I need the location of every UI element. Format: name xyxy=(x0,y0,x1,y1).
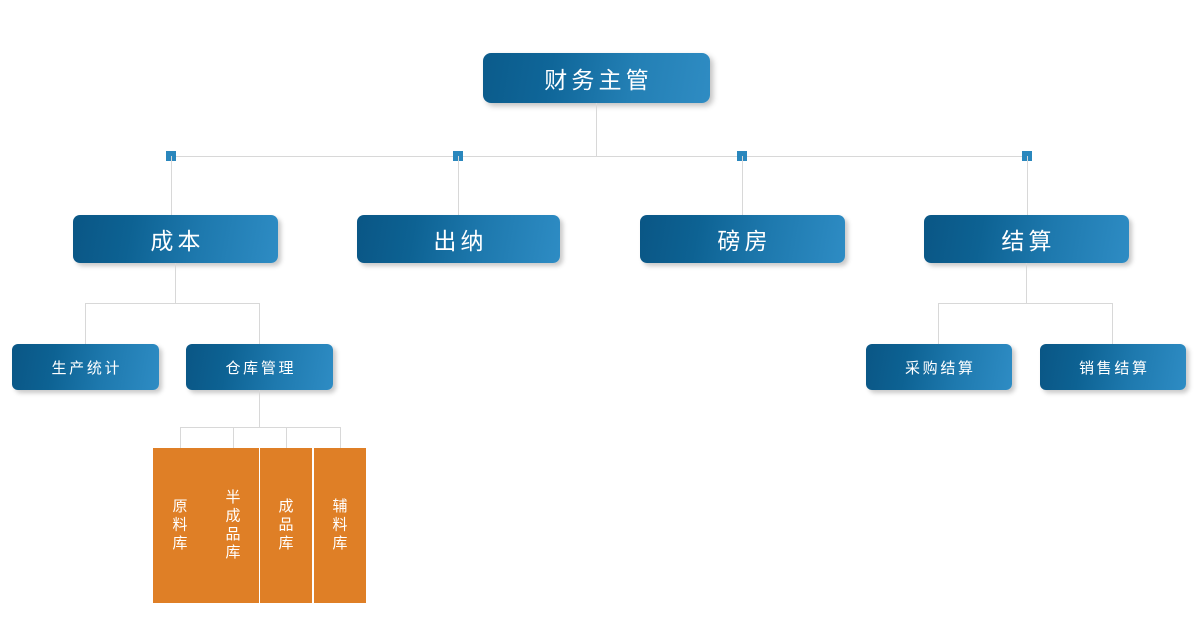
node-label: 销售结算 xyxy=(1078,358,1150,377)
node-label: 采购结算 xyxy=(904,358,976,377)
connector-drop-production-stats xyxy=(85,303,86,344)
connector-drop-semi-finished-warehouse xyxy=(233,427,234,448)
connector-drop-cost xyxy=(171,156,172,215)
connector-cost-stem xyxy=(175,263,176,303)
connector-root-drop xyxy=(596,103,597,156)
connector-drop-sales-settlement xyxy=(1112,303,1113,344)
connector-cost-bus xyxy=(85,303,260,304)
node-cashier[interactable]: 出纳 xyxy=(357,215,560,263)
node-sales-settlement[interactable]: 销售结算 xyxy=(1040,344,1186,390)
node-weighbridge[interactable]: 磅房 xyxy=(640,215,845,263)
connector-level2-bus xyxy=(171,156,1028,157)
node-finished-product-warehouse[interactable]: 成品库 xyxy=(260,448,312,603)
connector-warehouse-bus xyxy=(180,427,340,428)
node-label: 磅房 xyxy=(717,229,772,255)
node-auxiliary-material-warehouse[interactable]: 辅料库 xyxy=(314,448,366,603)
node-label: 出纳 xyxy=(433,229,488,255)
node-raw-material-warehouse[interactable]: 原料库 xyxy=(153,448,207,603)
node-label: 半成品库 xyxy=(223,488,242,563)
connector-drop-warehouse-mgmt xyxy=(259,303,260,344)
connector-drop-auxiliary-warehouse xyxy=(340,427,341,448)
node-label: 仓库管理 xyxy=(225,358,297,377)
connector-drop-raw-material-warehouse xyxy=(180,427,181,448)
connector-settlement-stem xyxy=(1026,263,1027,303)
node-label: 结算 xyxy=(1001,229,1056,255)
node-label: 成品库 xyxy=(276,498,295,553)
connector-warehouse-stem xyxy=(259,390,260,427)
node-purchase-settlement[interactable]: 采购结算 xyxy=(866,344,1012,390)
connector-drop-finished-warehouse xyxy=(286,427,287,448)
connector-drop-settlement xyxy=(1027,156,1028,215)
connector-drop-weighbridge xyxy=(742,156,743,215)
node-label: 辅料库 xyxy=(330,498,349,553)
connector-drop-purchase-settlement xyxy=(938,303,939,344)
node-label: 生产统计 xyxy=(51,358,123,377)
node-label: 成本 xyxy=(150,229,205,255)
connector-drop-cashier xyxy=(458,156,459,215)
node-label: 财务主管 xyxy=(544,68,653,94)
node-root-finance-director[interactable]: 财务主管 xyxy=(483,53,710,103)
node-warehouse-management[interactable]: 仓库管理 xyxy=(186,344,333,390)
node-cost[interactable]: 成本 xyxy=(73,215,278,263)
node-semi-finished-warehouse[interactable]: 半成品库 xyxy=(207,448,259,603)
connector-settlement-bus xyxy=(938,303,1113,304)
node-settlement[interactable]: 结算 xyxy=(924,215,1129,263)
node-label: 原料库 xyxy=(170,498,189,553)
node-production-statistics[interactable]: 生产统计 xyxy=(12,344,159,390)
